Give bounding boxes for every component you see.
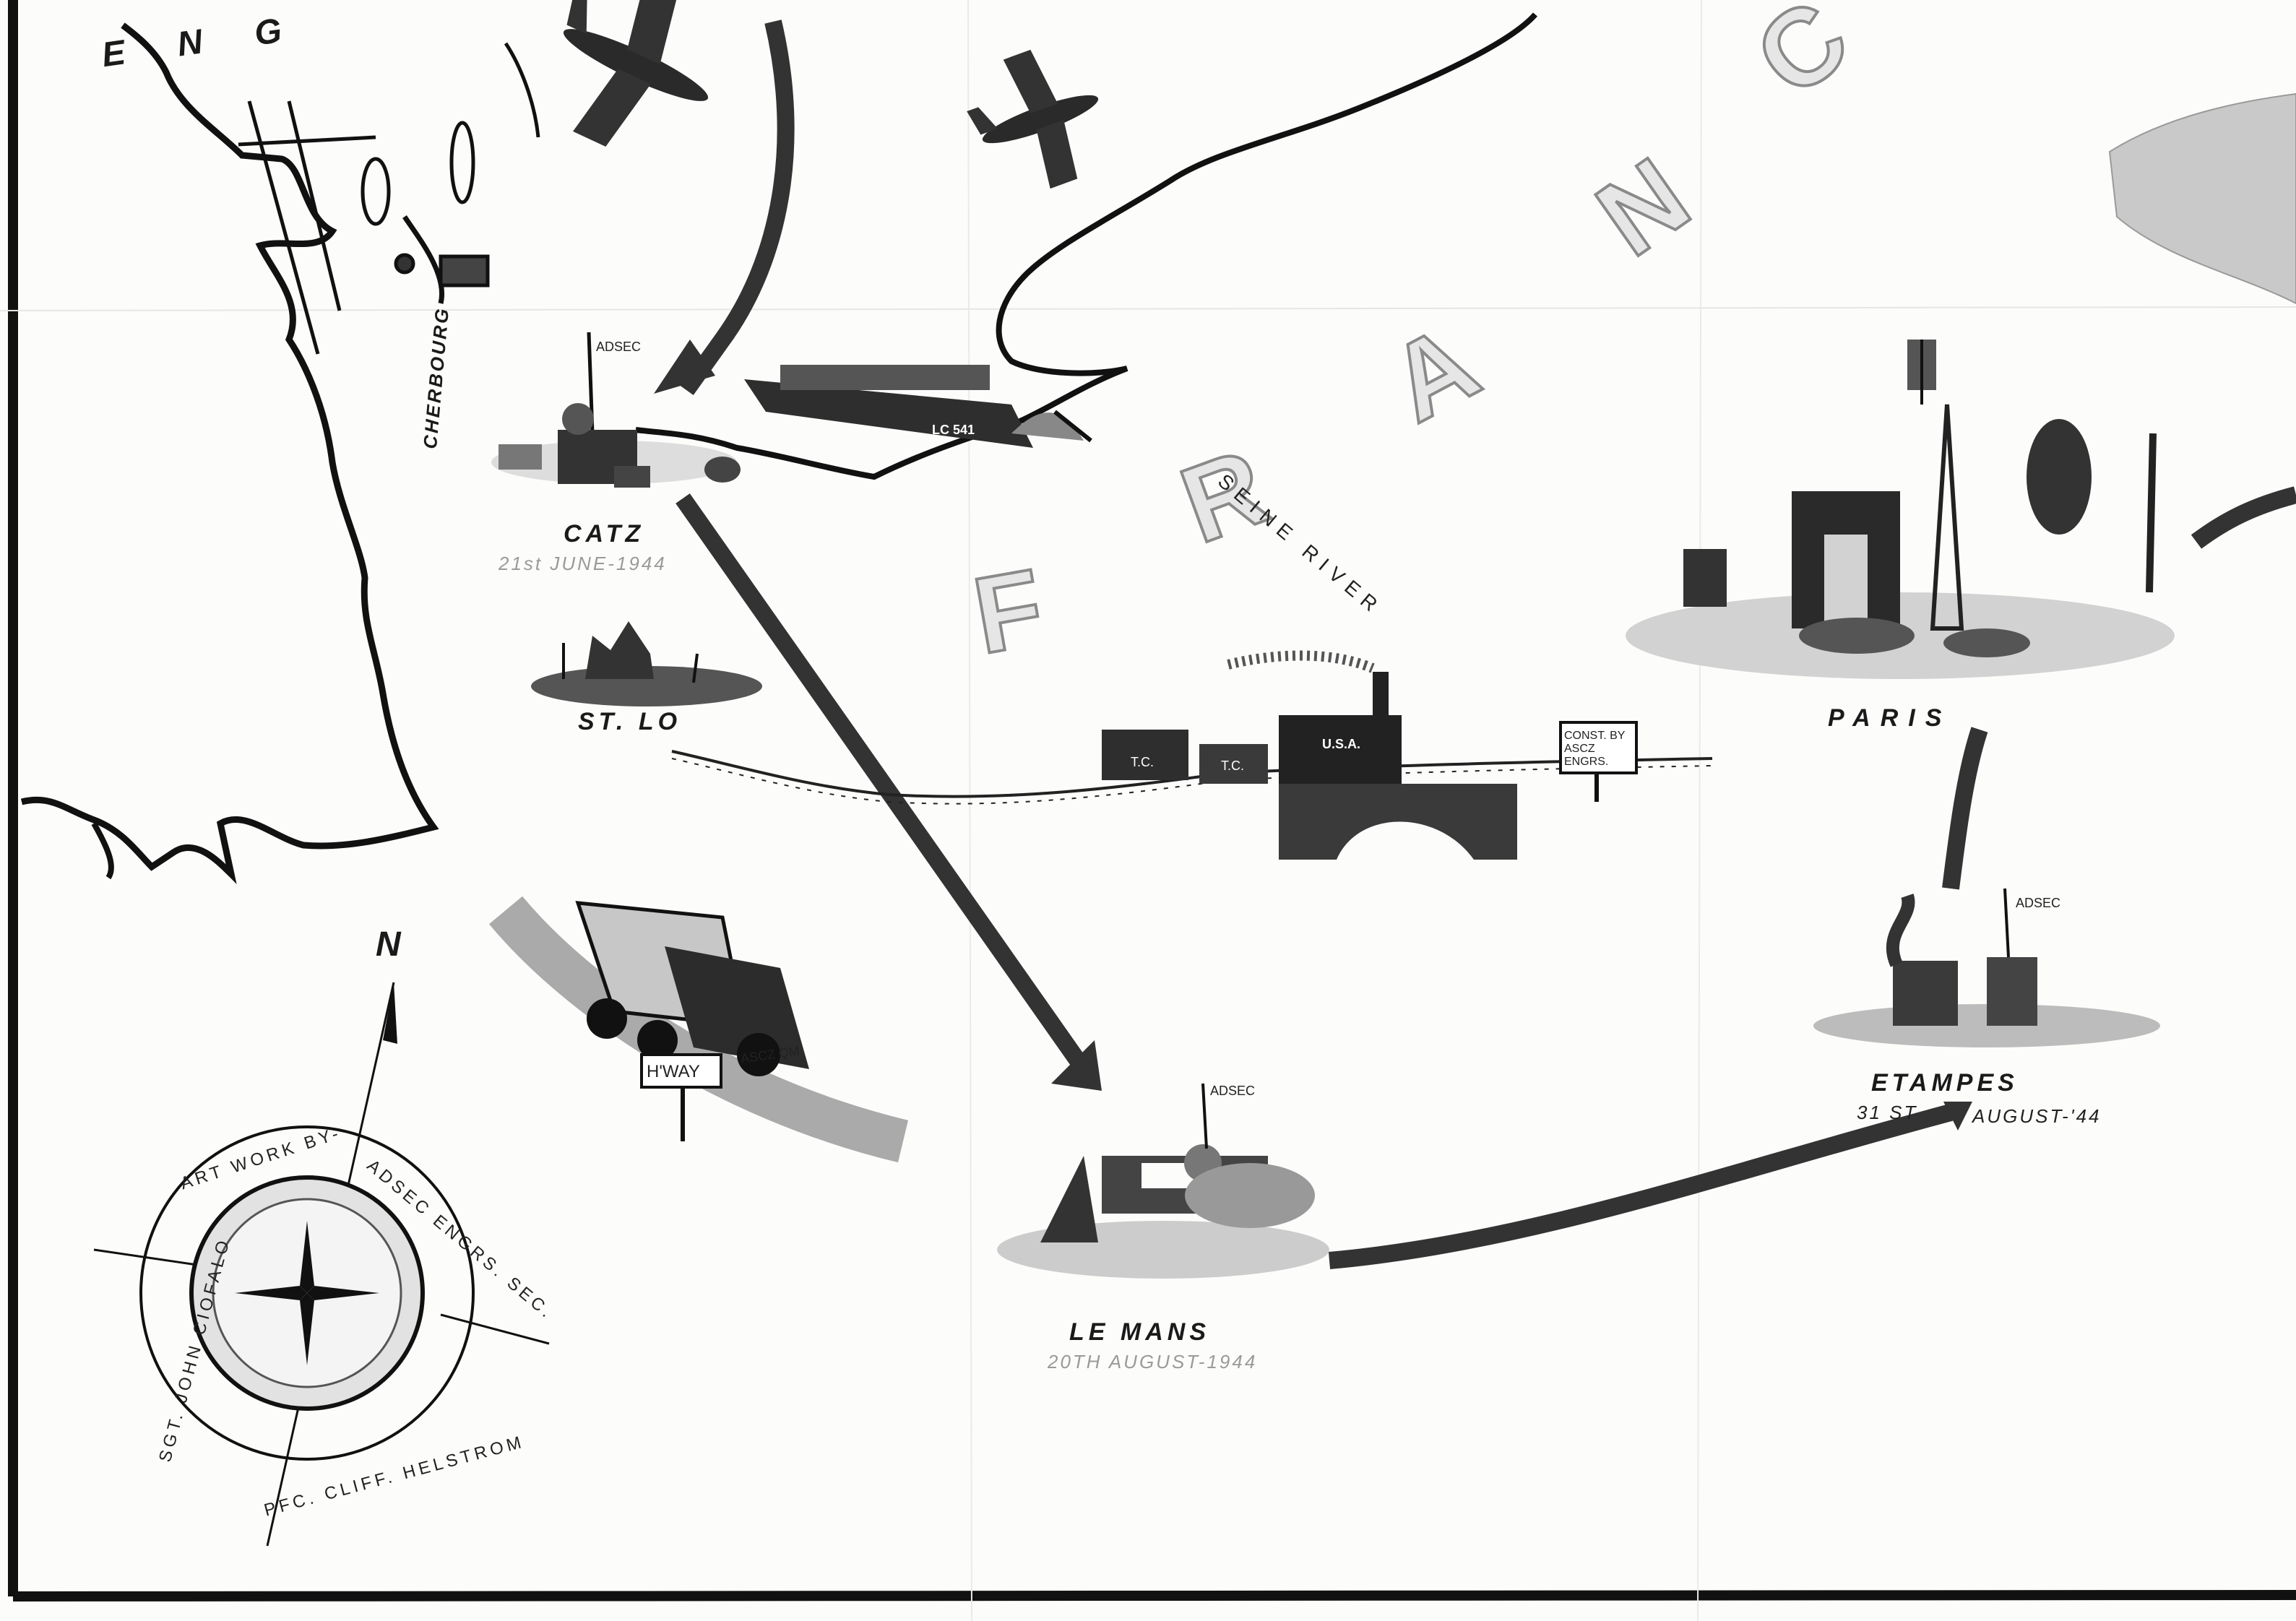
railway (671, 750, 1713, 798)
st-lo-ruins-icon (531, 621, 762, 706)
train-bridge-icon (1102, 650, 1638, 860)
coastline (20, 22, 439, 884)
place-label-paris: PARIS (1828, 704, 1952, 732)
train-car-label-3: U.S.A. (1322, 737, 1361, 751)
le-mans-scene-icon (997, 1083, 1329, 1279)
compass-rose-icon (93, 982, 550, 1547)
place-date-le-mans: 20TH AUGUST-1944 (1048, 1351, 1258, 1373)
place-date-catz: 21st JUNE-1944 (499, 553, 667, 574)
place-label-st-lo: ST. LO (578, 708, 682, 735)
train-car-label-1: T.C. (1131, 755, 1155, 769)
landing-craft-label: LC 541 (932, 423, 975, 437)
frame-bottom (12, 1590, 2296, 1601)
landing-craft-icon (744, 365, 1092, 448)
flag-label-catz: ADSEC (596, 340, 642, 354)
place-date-etampes-month: AUGUST-'44 (1972, 1105, 2102, 1127)
paris-scene-icon (1626, 340, 2175, 679)
train-car-label-2: T.C. (1221, 758, 1245, 773)
flag-label-etampes: ADSEC (2016, 896, 2061, 910)
route-paris-onward (2191, 486, 2296, 549)
gray-region (2108, 92, 2296, 305)
army-truck-icon (488, 896, 909, 1163)
route-lemans-to-etampes (1328, 1104, 1954, 1269)
harbor-crane-sketch (238, 100, 490, 355)
road-sign-label: H'WAY (647, 1062, 700, 1081)
place-label-etampes: ETAMPES (1871, 1069, 2019, 1097)
route-sea-to-catz (679, 20, 795, 395)
route-etampes-to-paris (1942, 727, 1988, 890)
catz-scene-icon (491, 332, 741, 488)
flag-label-le-mans: ADSEC (1210, 1084, 1256, 1098)
route-catz-to-lemans (676, 493, 1091, 1074)
compass-north-mark: N (376, 925, 405, 964)
etampes-ruins-icon (1813, 888, 2160, 1047)
bridge-sign-label: CONST. BY ASCZ ENGRS. (1564, 730, 1626, 768)
seine-river (635, 12, 1538, 480)
bomber-plane-icon (563, 0, 709, 147)
place-label-le-mans: LE MANS (1069, 1318, 1210, 1346)
place-label-catz: CATZ (564, 520, 645, 548)
place-date-etampes-day: 31 ST (1857, 1102, 1918, 1123)
fighter-plane-icon (967, 49, 1099, 189)
